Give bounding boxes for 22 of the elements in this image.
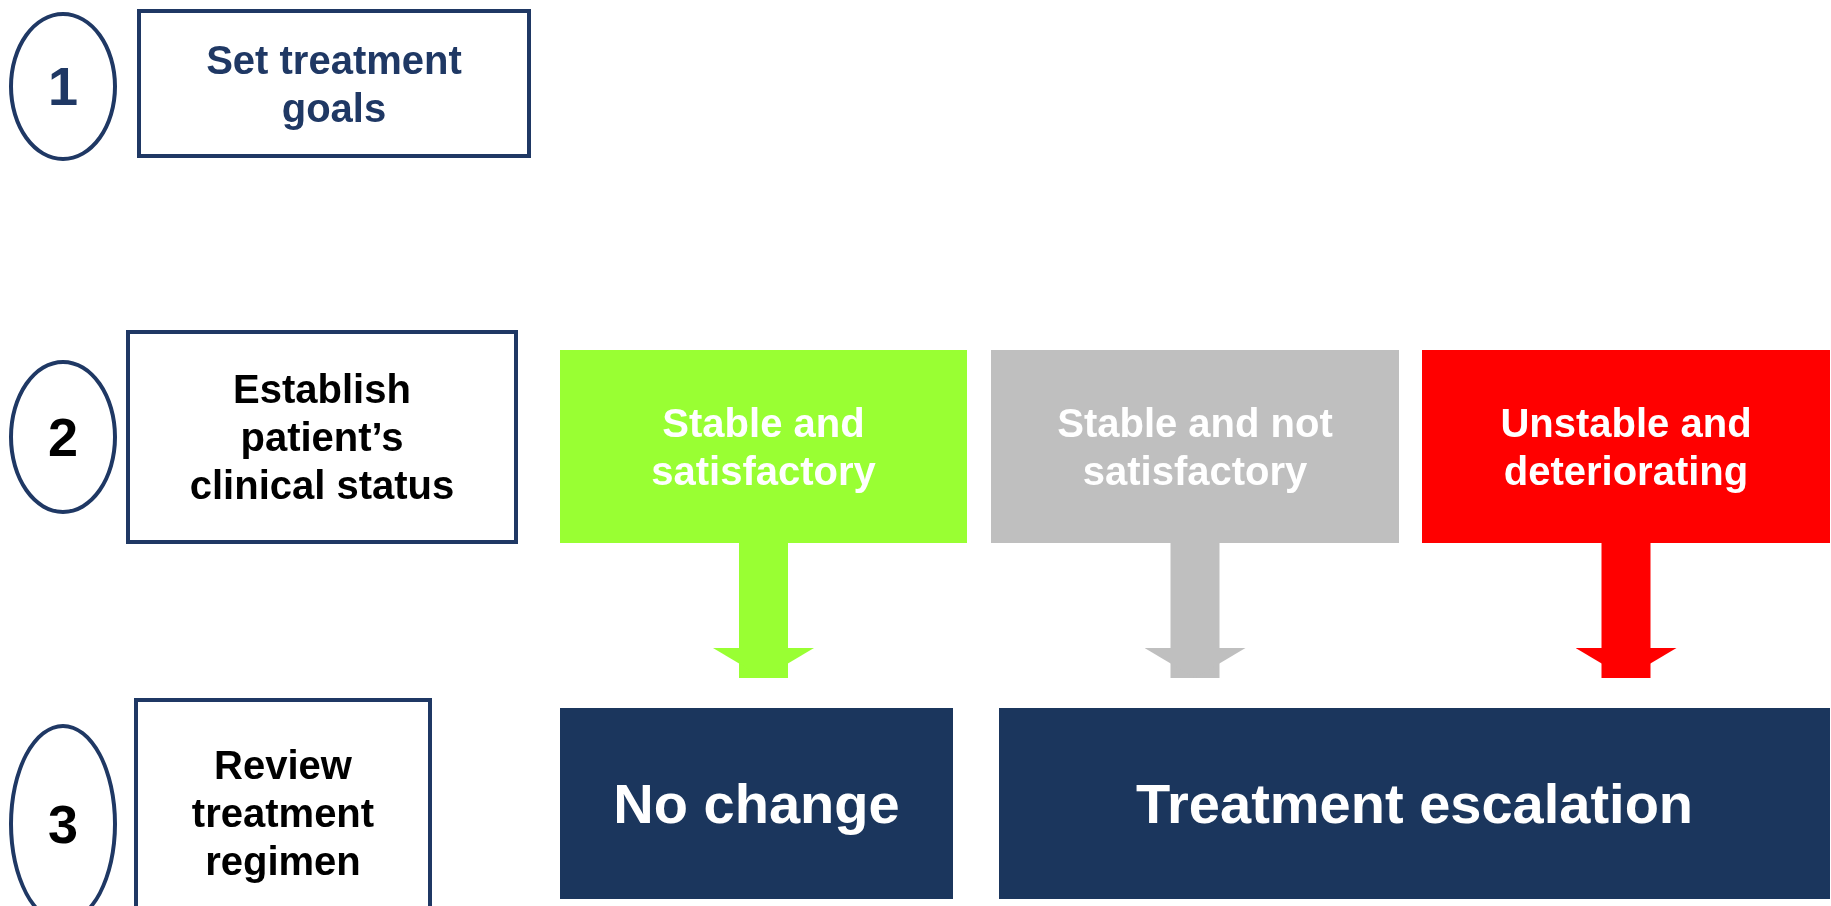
block-arrow	[713, 543, 814, 678]
status-box	[991, 350, 1399, 543]
step-box	[137, 9, 531, 158]
outcome-box	[560, 708, 953, 899]
node-label: Establish patient’s clinical status	[188, 366, 456, 509]
node-label: Stable and satisfactory	[650, 399, 877, 495]
node-label: Unstable and deteriorating	[1499, 399, 1753, 495]
node-label: Set treatment goals	[205, 36, 463, 132]
node-label: Stable and not satisfactory	[1056, 399, 1334, 495]
step-number: 2	[47, 405, 78, 469]
status-box	[560, 350, 967, 543]
outcome-box	[999, 708, 1830, 899]
node-label: No change	[613, 770, 900, 837]
status-box	[1422, 350, 1830, 543]
step-number: 1	[47, 55, 78, 119]
block-arrow	[1575, 543, 1677, 678]
node-label: Review treatment regimen	[190, 742, 376, 885]
node-label: Treatment escalation	[1135, 770, 1694, 837]
step-box	[126, 330, 518, 544]
step-box	[134, 698, 432, 906]
block-arrow	[1144, 543, 1246, 678]
step-number: 3	[47, 792, 78, 856]
